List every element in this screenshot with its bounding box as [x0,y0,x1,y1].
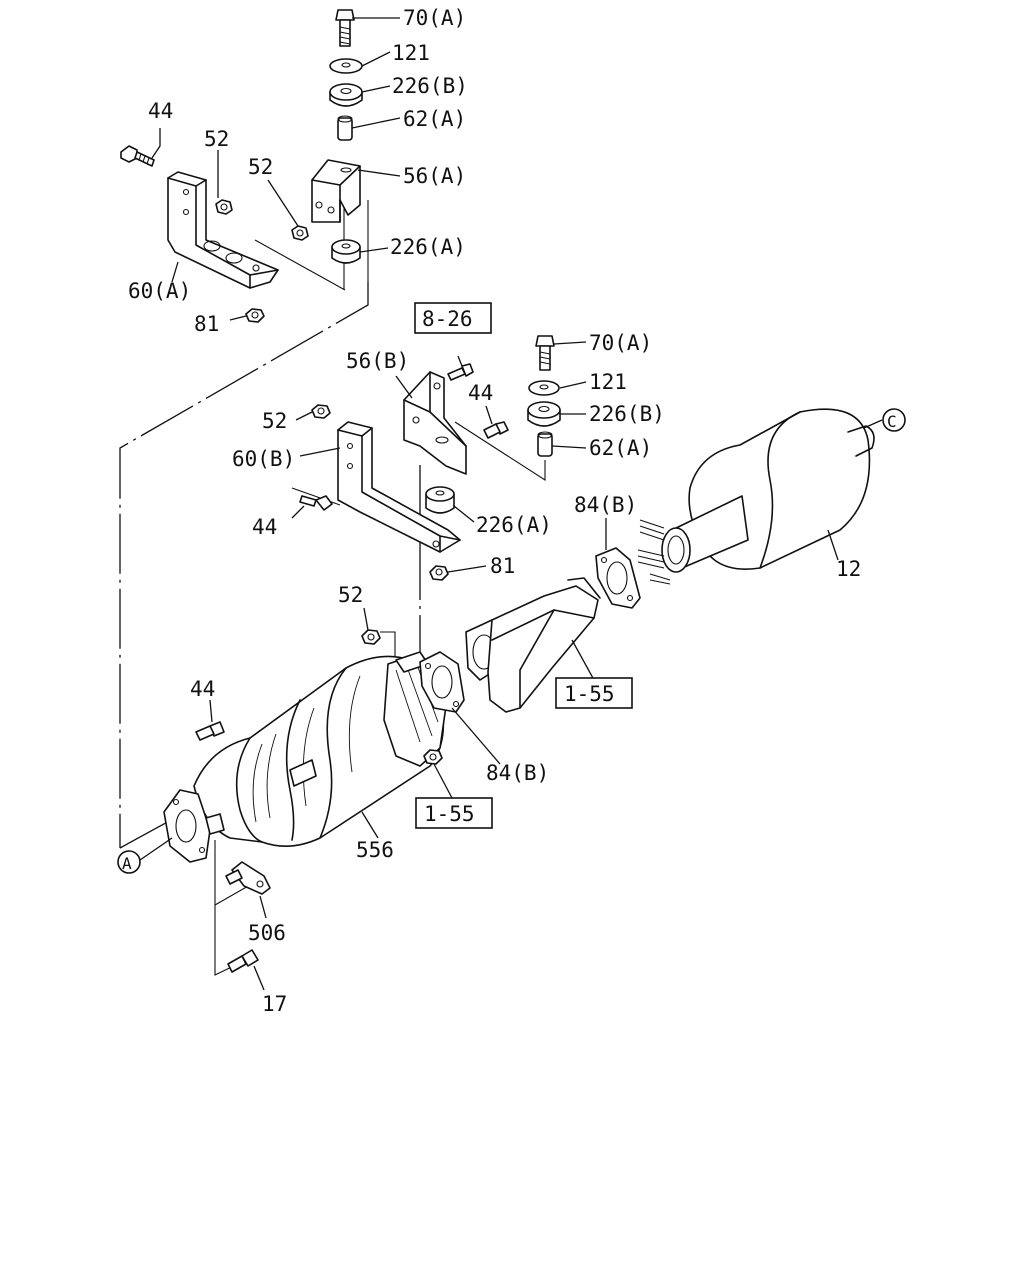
callout-62a-mid: 62(A) [589,436,652,460]
reference-box-1-55-upper[interactable]: 1-55 [555,677,633,709]
connector-a-marker: A [117,850,141,874]
callout-81-mid: 81 [490,554,515,578]
mount-rubber-226a-top [331,239,361,264]
callout-70a-top: 70(A) [403,6,466,30]
bolt-8-26 [447,363,474,381]
bolt-17 [227,949,259,973]
callout-44-cat: 44 [190,677,215,701]
mount-rubber-226b-top [329,83,363,107]
nut-52-cat [361,629,381,645]
mount-rubber-226b-mid [527,401,561,427]
bracket-506 [225,861,271,895]
nut-1-55-lower [423,749,443,765]
reference-1-55-lower-text: 1-55 [424,802,475,826]
washer-121-mid [528,380,560,396]
callout-12: 12 [836,557,861,581]
callout-226b-top: 226(B) [392,74,468,98]
callout-52-cat: 52 [338,583,363,607]
mount-rubber-226a-mid [425,486,455,514]
exhaust-pipe-1-55 [465,577,601,713]
callout-121-mid: 121 [589,370,627,394]
callout-62a-top: 62(A) [403,107,466,131]
callout-44-mid: 44 [468,381,493,405]
callout-70a-mid: 70(A) [589,331,652,355]
nut-52-top-left [215,199,233,215]
callout-60b: 60(B) [232,447,295,471]
callout-56a: 56(A) [403,164,466,188]
nut-52-mid [311,404,331,419]
callout-52-top-mid: 52 [248,155,273,179]
callout-226b-mid: 226(B) [589,402,665,426]
collar-62a-top [337,115,353,141]
nut-81-top [245,308,265,323]
callout-556: 556 [356,838,394,862]
callout-44-left: 44 [252,515,277,539]
callout-52-top-left: 52 [204,127,229,151]
bolt-44-top-left [120,145,155,167]
callout-84b-lower: 84(B) [486,761,549,785]
callout-506: 506 [248,921,286,945]
nut-81-mid [429,565,449,581]
washer-121-top [329,58,363,74]
nut-52-top-mid [291,225,309,241]
callout-121-top: 121 [392,41,430,65]
bracket-60a [167,171,279,289]
callout-52-mid: 52 [262,409,287,433]
callout-81-top: 81 [194,312,219,336]
reference-8-26-text: 8-26 [422,307,473,331]
bolt-44-left [299,495,333,511]
reference-1-55-upper-text: 1-55 [564,682,615,706]
leader-lines [139,17,883,991]
bolt-44-cat [195,721,225,741]
bolt-70a-mid [535,335,555,371]
bolt-70a-top [335,9,355,47]
callout-84b-upper: 84(B) [574,493,637,517]
bracket-60b [337,421,461,553]
collar-62a-mid [537,431,553,457]
callout-44-top-left: 44 [148,99,173,123]
reference-box-1-55-lower[interactable]: 1-55 [415,797,493,829]
connector-c-text: C [887,412,897,431]
callout-17: 17 [262,992,287,1016]
callout-60a: 60(A) [128,279,191,303]
gasket-84b-lower [419,651,465,713]
callout-226a-top: 226(A) [390,235,466,259]
callout-56b: 56(B) [346,349,409,373]
bracket-56a [311,159,361,223]
reference-box-8-26[interactable]: 8-26 [414,302,492,334]
bracket-56b [403,371,467,475]
bolt-44-mid [483,421,509,439]
gasket-84b-upper [595,547,641,609]
muffler-12 [637,408,875,585]
connector-c-marker: C [882,408,906,432]
callout-226a-mid: 226(A) [476,513,552,537]
connector-a-text: A [122,854,132,873]
callout-labels: 70(A) 121 226(B) 62(A) 56(A) 226(A) 44 5… [128,6,861,1016]
